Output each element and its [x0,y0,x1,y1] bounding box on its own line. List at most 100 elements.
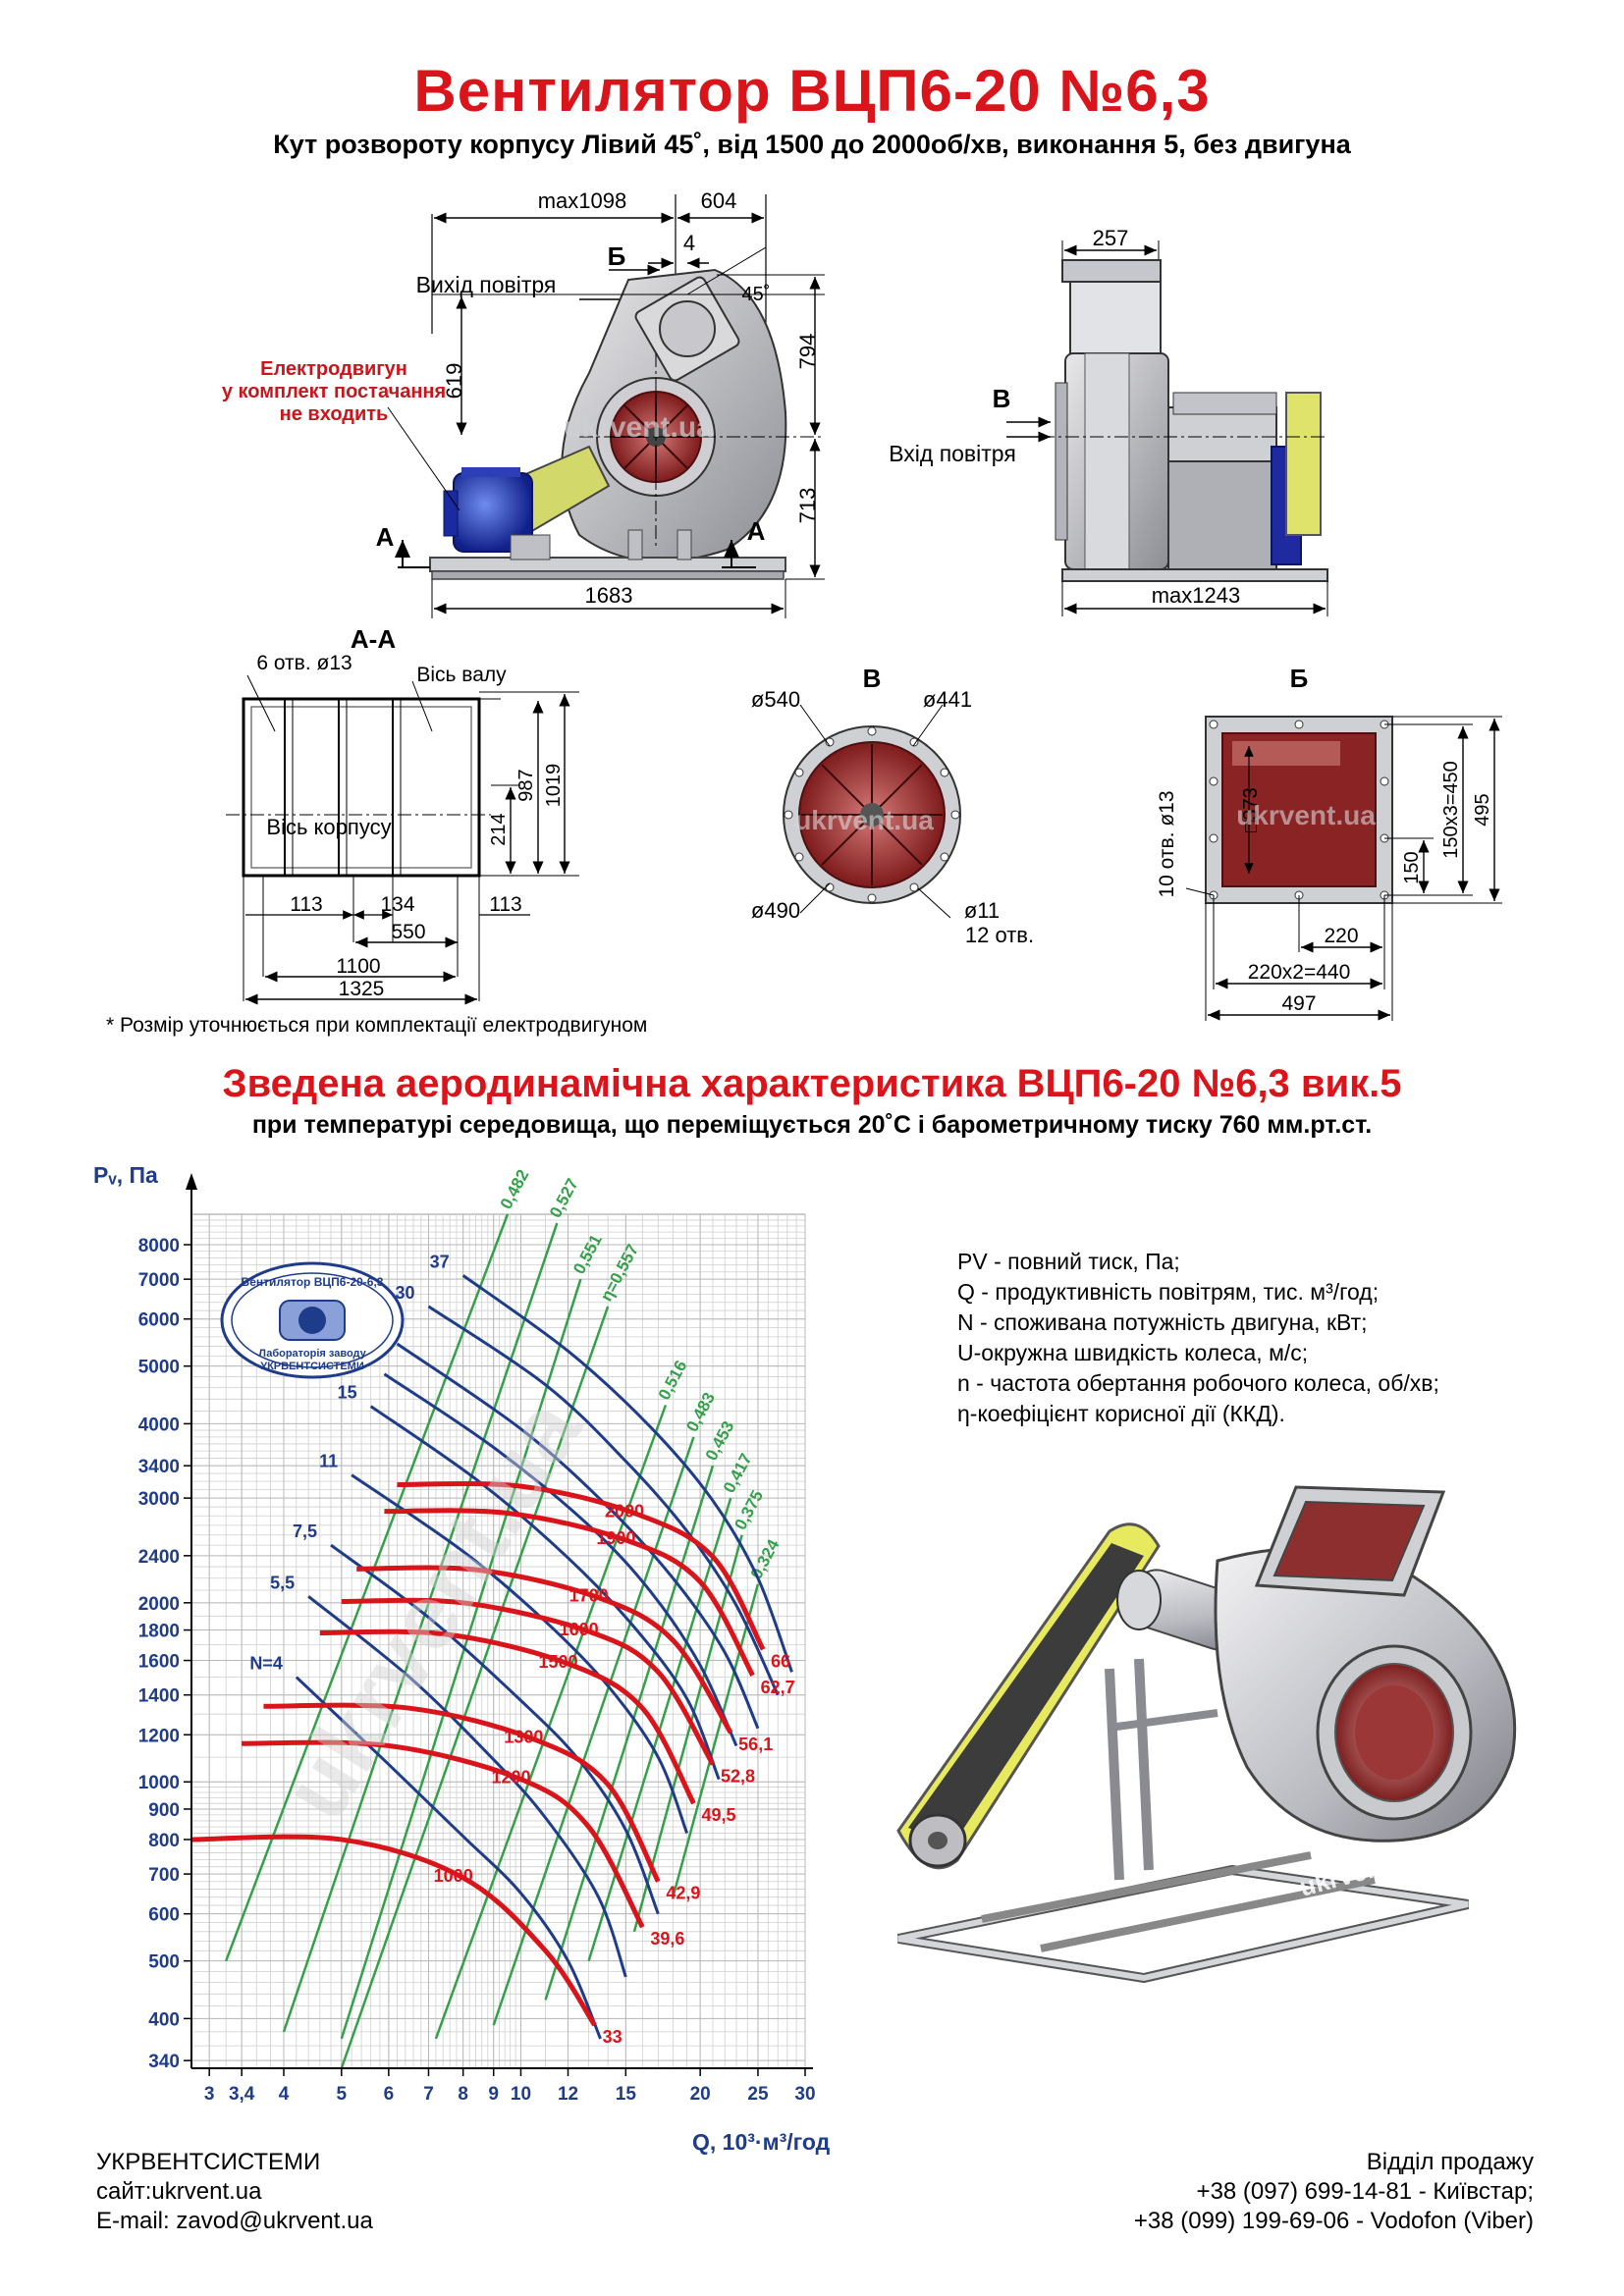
b-dim-220x2: 220x2=440 [1248,961,1351,984]
y-tick-label: 8000 [138,1236,180,1256]
efficiency-line [672,1583,760,1898]
speed-curve [190,1834,597,2027]
y-tick-label: 5000 [138,1358,180,1378]
speed-curve [341,1597,716,1766]
b-dim-495: 495 [1472,793,1493,826]
efficiency-label: 0,482 [497,1166,533,1211]
v-holes: 12 отв. [965,923,1034,947]
x-tick-label: 4 [279,2084,290,2105]
legend-item-rpm: n - частота обертання робочого колеса, о… [957,1370,1439,1396]
legend: PV - повний тиск, Па; Q - продуктивність… [957,1247,1439,1429]
b-dim-150: 150 [1401,851,1423,883]
rpm-label: 1200 [491,1768,530,1788]
x-tick-label: 25 [747,2084,769,2105]
rpm-label: 1900 [596,1528,635,1548]
power-curve [307,1595,627,1978]
x-tick-label: 6 [384,2084,395,2105]
section-v-title: В [863,664,882,693]
page-title: Вентилятор ВЦП6-20 №6,3 [413,58,1211,124]
power-label: 15 [338,1383,357,1403]
tip-speed-label: 52,8 [721,1766,755,1786]
stamp-bottom-text2: УКРВЕНТСИСТЕМИ [260,1361,364,1372]
aa-dim-550: 550 [391,921,425,943]
legend-item-n: N - споживана потужність двигуна, кВт; [957,1309,1368,1335]
efficiency-line [632,1534,743,1933]
b-dim-497: 497 [1281,992,1316,1015]
power-label: 30 [395,1283,414,1303]
rpm-label: 1000 [434,1866,473,1886]
section-v: В ø540 ø441 ø490 ø11 12 отв. ukrvent.ua [751,664,1034,947]
power-curve [461,1274,793,1673]
y-tick-label: 2400 [138,1547,180,1568]
y-tick-label: 1600 [138,1652,180,1673]
v-d441: ø441 [923,687,972,712]
rpm-label: 1300 [504,1728,543,1747]
company-site[interactable]: сайт:ukrvent.ua [96,2178,262,2205]
aa-dim-134: 134 [380,893,414,916]
dim-257: 257 [1093,226,1129,250]
speed-curve [319,1629,696,1805]
dim-619: 619 [442,363,466,400]
y-tick-label: 1400 [138,1686,180,1707]
dim-max1098: max1098 [538,188,627,213]
technical-drawings: max1098 604 4 Б Вихід повітря 45˚ 619 79… [222,188,1502,1021]
tip-speed-label: 49,5 [701,1805,735,1825]
tip-speed-label: 33 [603,2027,623,2047]
b-watermark: ukrvent.ua [1236,800,1376,830]
v-watermark: ukrvent.ua [794,805,934,835]
b-dim-220: 220 [1324,925,1358,947]
stamp-top-text: Вентилятор ВЦП6-20-6,3 [242,1275,384,1289]
fan-3d-illustration: ukrvent.ua [896,1485,1517,1984]
dim-max1243: max1243 [1152,583,1241,608]
x-tick-label: 30 [794,2084,815,2105]
efficiency-line [340,1278,582,2040]
sales-phone-2[interactable]: +38 (099) 199-69-06 - Vodofon (Viber) [1133,2208,1534,2234]
x-axis-label: Q, 10³·м³/год [692,2129,831,2155]
tip-speed-label: 56,1 [738,1735,773,1754]
stamp-bottom-text1: Лабораторія заводу [258,1348,366,1360]
x-tick-label: 9 [488,2084,499,2105]
efficiency-line [340,1306,610,2069]
y-tick-label: 1200 [138,1726,180,1746]
rpm-label: 1500 [539,1652,578,1672]
y-tick-label: 4000 [138,1415,180,1435]
company-name: УКРВЕНТСИСТЕМИ [96,2149,321,2175]
x-tick-label: 3 [204,2084,215,2105]
motor-note-line3: не входить [280,403,389,425]
y-tick-label: 2000 [138,1594,180,1615]
dim-604: 604 [701,188,737,213]
legend-item-q: Q - продуктивність повітрям, тис. м³/год… [957,1279,1380,1305]
v-d490: ø490 [751,898,800,923]
section-aa: А-А 6 отв. ø13 Вісь валу Вісь корпусу 21… [226,624,579,1005]
power-label: 7,5 [293,1522,317,1541]
legend-item-pv: PV - повний тиск, Па; [957,1249,1180,1274]
speed-curve [384,1508,755,1678]
speed-curve [356,1565,733,1735]
y-tick-label: 900 [148,1800,180,1821]
outlet-label: Вихід повітря [416,272,557,297]
aa-body-axis: Вісь корпусу [266,815,391,839]
aa-dim-1100: 1100 [336,955,380,978]
motor-note-line2: у комплект постачання [222,381,446,402]
y-tick-label: 3400 [138,1457,180,1477]
x-tick-label: 10 [511,2084,531,2105]
power-curve [383,1372,738,1747]
section-mark-a-right: А [747,516,766,546]
aa-shaft-axis: Вісь валу [416,664,507,686]
laboratory-stamp: Вентилятор ВЦП6-20-6,3 Лабораторія завод… [220,1261,405,1379]
rpm-label: 2000 [605,1501,644,1521]
efficiency-line [434,1404,668,2040]
sales-phone-1[interactable]: +38 (097) 699-14-81 - Київстар; [1196,2178,1534,2205]
footnote: * Розмір уточнюється при комплектації ел… [106,1014,648,1037]
x-tick-label: 20 [690,2084,711,2105]
section-mark-a-left: А [376,522,395,552]
efficiency-line [492,1436,695,2026]
x-tick-label: 5 [337,2084,348,2105]
rpm-label: 1600 [560,1620,599,1639]
company-email[interactable]: E-mail: zavod@ukrvent.ua [96,2208,373,2234]
y-tick-label: 800 [148,1831,180,1851]
x-tick-label: 8 [458,2084,468,2105]
b-dim-150x3: 150x3=450 [1440,761,1462,859]
power-label: 11 [319,1452,338,1471]
